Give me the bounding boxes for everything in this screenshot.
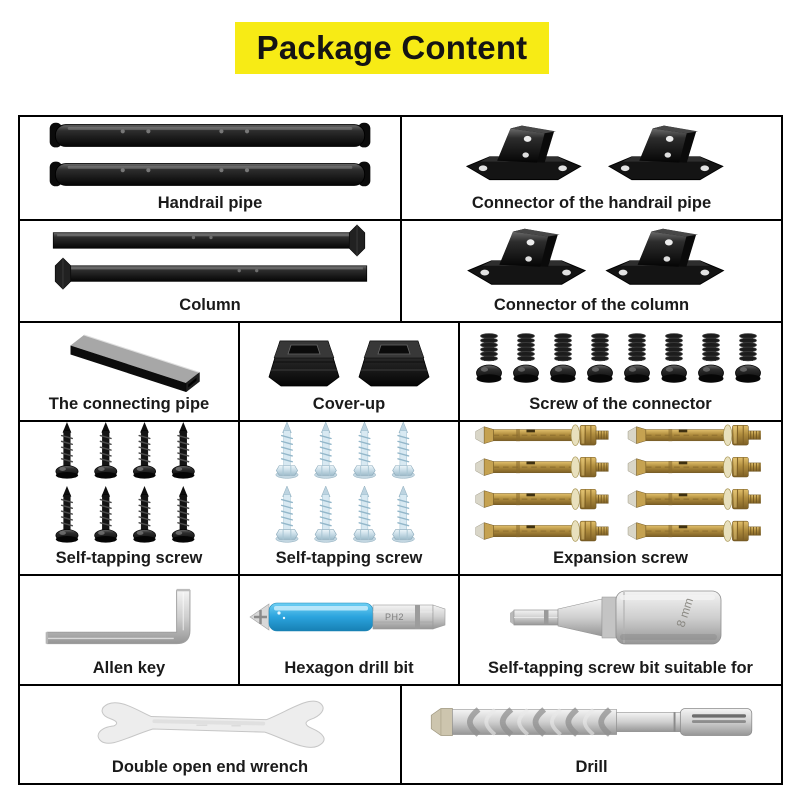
drill-image <box>430 707 752 737</box>
column-connector-image <box>467 228 724 286</box>
self-tapping-zinc-image <box>275 422 416 544</box>
cover-up-art <box>240 323 458 395</box>
cell-screw-bit: 8 mm Self-tapping screw bit suitable for <box>458 576 781 684</box>
screw-bit-art: 8 mm <box>460 576 781 659</box>
bit-marking: PH2 <box>385 612 404 622</box>
cell-wrench: Double open end wrench <box>20 686 400 783</box>
item-label: Connector of the column <box>493 295 690 314</box>
table-row: The connecting pipe Cover-up <box>20 321 781 420</box>
cell-handrail-pipe: Handrail pipe <box>20 117 400 219</box>
wrench-art <box>20 686 400 758</box>
item-label: Handrail pipe <box>157 193 263 212</box>
handrail-pipe-image <box>48 122 371 188</box>
cell-column: Column <box>20 221 400 321</box>
connecting-pipe-art <box>20 323 238 395</box>
allen-key-image <box>45 589 191 645</box>
hexagon-drill-bit-image: PH2 <box>248 603 445 632</box>
cell-column-connector: Connector of the column <box>400 221 781 321</box>
table-row: Column Connector of the column <box>20 219 781 321</box>
self-tapping-black-art <box>20 422 238 549</box>
item-label: Screw of the connector <box>529 394 712 413</box>
item-label: Allen key <box>92 658 166 677</box>
cell-hexagon-drill-bit: PH2 Hexagon drill bit <box>238 576 458 684</box>
item-label: Cover-up <box>312 394 386 413</box>
column-image <box>52 224 368 290</box>
item-label: Self-tapping screw <box>55 548 203 567</box>
column-art <box>20 221 400 296</box>
table-row: Self-tapping screw Self-tapping screw <box>20 420 781 574</box>
column-connector-art <box>402 221 781 296</box>
expansion-screws-image <box>475 424 762 543</box>
cover-up-image <box>268 340 430 387</box>
cell-expansion-screws: Expansion screw <box>458 422 781 574</box>
handrail-connector-image <box>465 125 723 181</box>
table-row: Allen key PH2 <box>20 574 781 684</box>
item-label: Connector of the handrail pipe <box>471 193 712 212</box>
cell-connector-screws: Screw of the connector <box>458 323 781 420</box>
cell-self-tapping-black: Self-tapping screw <box>20 422 238 574</box>
item-label: Self-tapping screw <box>275 548 423 567</box>
cell-allen-key: Allen key <box>20 576 238 684</box>
cell-cover-up: Cover-up <box>238 323 458 420</box>
item-label: Expansion screw <box>553 548 688 567</box>
self-tapping-black-image <box>55 422 196 544</box>
cell-handrail-connector: Connector of the handrail pipe <box>400 117 781 219</box>
item-label: Hexagon drill bit <box>284 658 414 677</box>
item-label: Double open end wrench <box>111 757 309 776</box>
cell-drill: Drill <box>400 686 781 783</box>
handrail-connector-art <box>402 117 781 194</box>
page-title: Package Content <box>256 29 528 66</box>
wrench-image <box>97 700 325 748</box>
item-label: Drill <box>575 757 608 776</box>
cell-connecting-pipe: The connecting pipe <box>20 323 238 420</box>
item-label: Column <box>179 295 241 314</box>
handrail-pipe-art <box>20 117 400 194</box>
drill-art <box>402 686 781 758</box>
title-banner: Package Content <box>235 22 549 74</box>
connector-screws-art <box>460 323 781 395</box>
allen-key-art <box>20 576 238 659</box>
self-tapping-zinc-art <box>240 422 458 549</box>
expansion-screws-art <box>460 422 781 549</box>
connector-screws-image <box>475 333 761 384</box>
cell-self-tapping-zinc: Self-tapping screw <box>238 422 458 574</box>
item-label: Self-tapping screw bit suitable for <box>488 658 753 677</box>
connecting-pipe-image <box>70 334 200 392</box>
table-row: Double open end wrench <box>20 684 781 783</box>
package-content-table: Handrail pipe Connector of the handrail … <box>18 115 783 785</box>
hexagon-drill-bit-art: PH2 <box>240 576 458 659</box>
item-label: The connecting pipe <box>48 394 210 413</box>
screw-bit-image: 8 mm <box>510 591 722 645</box>
table-row: Handrail pipe Connector of the handrail … <box>20 117 781 219</box>
